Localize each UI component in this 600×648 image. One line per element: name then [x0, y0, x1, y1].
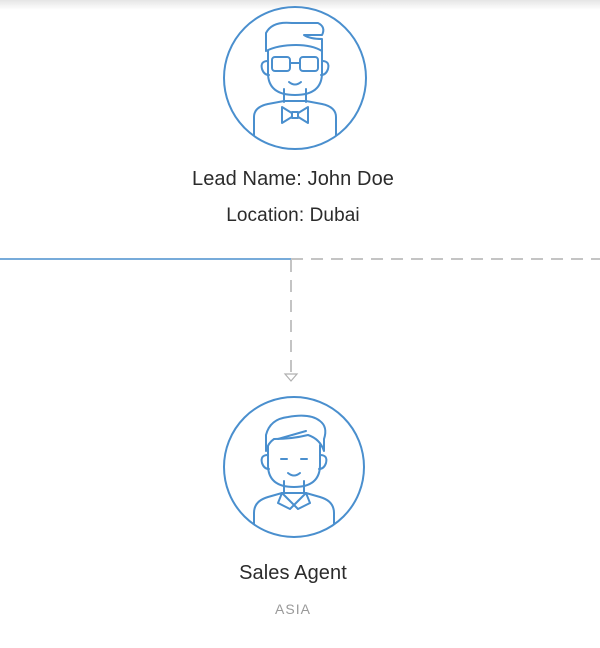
lead-person-icon [223, 6, 367, 150]
lead-location-label: Location: Dubai [226, 205, 360, 226]
sales-agent-region: ASIA [275, 601, 311, 617]
sales-agent-avatar[interactable] [222, 395, 366, 539]
lead-name-label: Lead Name: John Doe [191, 168, 395, 190]
top-edge-shadow [0, 0, 600, 10]
lead-avatar[interactable] [222, 5, 368, 151]
down-arrow-head-icon [283, 373, 299, 382]
sales-agent-person-icon [223, 396, 365, 538]
sales-agent-title: Sales Agent [239, 562, 347, 584]
